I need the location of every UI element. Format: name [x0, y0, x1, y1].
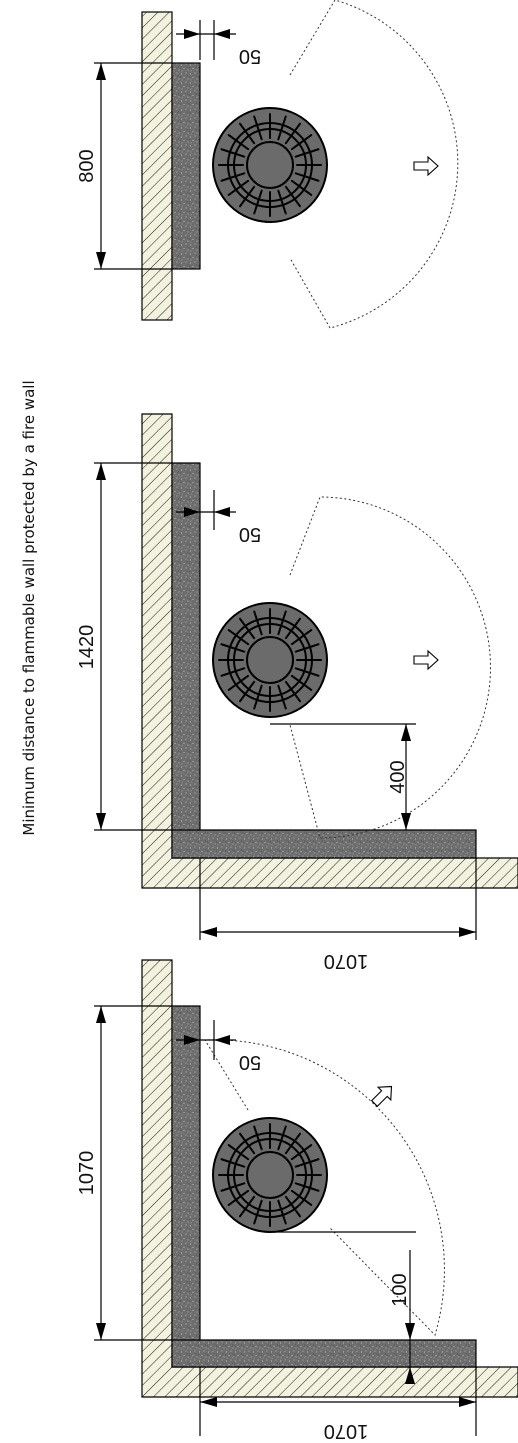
stove-slot	[227, 134, 250, 151]
stove-slot	[284, 680, 301, 703]
stove-slot	[277, 189, 287, 215]
direction-arrow-icon	[413, 649, 439, 671]
stove	[212, 1117, 328, 1233]
stove-slot	[239, 185, 256, 208]
stove-slot	[220, 172, 246, 182]
stove-slot	[220, 148, 246, 158]
stove-slot	[294, 148, 320, 158]
stove-slot	[290, 674, 313, 691]
stove-slot	[284, 122, 301, 145]
diagram-corner-parallel: 1420 50 400 1070	[76, 413, 518, 972]
gap-label: 50	[239, 523, 261, 545]
stove-slot	[290, 179, 313, 196]
stove-slot	[227, 674, 250, 691]
firewall-length-label: 800	[76, 149, 98, 182]
diagram-straight-wall: 800 50	[76, 0, 459, 329]
stove-slot	[239, 617, 256, 640]
direction-arrow-icon	[413, 155, 439, 177]
stove-slot	[220, 643, 246, 653]
adjacent-length-label: 1070	[324, 950, 369, 972]
stove-slot	[277, 610, 287, 636]
stove-slot	[253, 1125, 263, 1151]
fire-wall-corner	[171, 462, 477, 859]
adjacent-length-label: 1070	[324, 1420, 369, 1442]
stove-slot	[294, 643, 320, 653]
stove-slot	[227, 179, 250, 196]
stove-slot	[239, 680, 256, 703]
stove-slot	[284, 1195, 301, 1218]
stove-slot	[220, 1182, 246, 1192]
firewall-length-label: 1070	[76, 1151, 98, 1196]
stove-slot	[277, 684, 287, 710]
side-distance-label: 100	[389, 1273, 411, 1306]
stove-slot	[284, 1132, 301, 1155]
stove-slot	[284, 185, 301, 208]
stove-slot	[290, 134, 313, 151]
safety-zone	[289, 496, 491, 839]
flammable-wall-corner	[141, 413, 518, 889]
stove-slot	[253, 610, 263, 636]
stove-slot	[239, 122, 256, 145]
stove-slot	[227, 629, 250, 646]
stove-slot	[294, 172, 320, 182]
stove-slot	[253, 1199, 263, 1225]
stove-slot	[220, 667, 246, 677]
stove	[212, 602, 328, 718]
stove-slot	[290, 629, 313, 646]
stove-slot	[277, 1199, 287, 1225]
stove-slot	[227, 1189, 250, 1206]
stove-slot	[290, 1189, 313, 1206]
stove-slot	[239, 1132, 256, 1155]
gap-label: 50	[239, 45, 261, 67]
firewall-length-label: 1420	[76, 625, 98, 670]
fire-wall	[171, 62, 201, 270]
side-distance-label: 400	[387, 760, 409, 793]
stove-slot	[294, 667, 320, 677]
direction-arrow-icon	[370, 1085, 393, 1108]
stove-slot	[294, 1182, 320, 1192]
stove-slot	[290, 1144, 313, 1161]
stove-slot	[277, 115, 287, 141]
stove-slot	[220, 1158, 246, 1168]
stove-slot	[284, 617, 301, 640]
stove	[212, 107, 328, 223]
fire-wall-corner	[171, 1005, 477, 1368]
stove-slot	[253, 684, 263, 710]
diagram-corner-angled: 1070 50 100 1070	[76, 959, 518, 1442]
diagram-caption: Minimum distance to flammable wall prote…	[20, 380, 38, 835]
stove-slot	[253, 189, 263, 215]
flammable-wall-corner	[141, 959, 518, 1398]
stove-slot	[277, 1125, 287, 1151]
gap-label: 50	[239, 1051, 261, 1073]
stove-slot	[239, 1195, 256, 1218]
stove-slot	[227, 1144, 250, 1161]
flammable-wall	[141, 11, 173, 321]
stove-slot	[294, 1158, 320, 1168]
stove-slot	[253, 115, 263, 141]
